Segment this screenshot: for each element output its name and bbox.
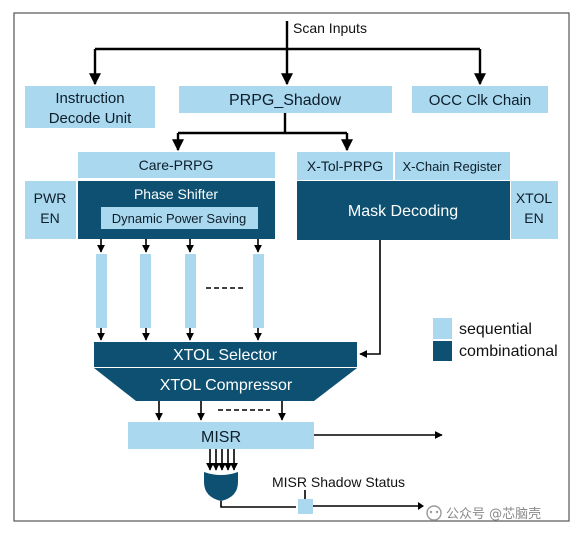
xtol-en-block <box>511 181 558 239</box>
misr-label: MISR <box>201 429 241 446</box>
x-chain-register-label: X-Chain Register <box>403 159 503 174</box>
watermark-text: 公众号 @芯脑壳 <box>446 507 541 522</box>
or-gate <box>204 472 238 501</box>
gate-to-shadow-status-wire <box>220 501 296 508</box>
instruction-decode-unit-label-1: Instruction <box>55 90 124 107</box>
xtol-compressor-block <box>94 368 357 401</box>
x-tol-prpg-label: X-Tol-PRPG <box>307 158 383 174</box>
watermark-logo-icon <box>426 505 442 521</box>
scan-chain-2 <box>140 254 151 328</box>
legend-sequential-swatch <box>433 318 452 339</box>
occ-clk-chain-label: OCC Clk Chain <box>429 92 532 109</box>
scan-chain-3 <box>185 254 196 328</box>
xtol-selector-block <box>94 342 357 367</box>
scan-inputs-label: Scan Inputs <box>293 20 367 36</box>
care-prpg-label: Care-PRPG <box>139 157 214 173</box>
scan-chain-1 <box>96 254 107 328</box>
prpg-shadow-label: PRPG_Shadow <box>229 92 342 109</box>
mask-decoding-label: Mask Decoding <box>348 203 458 220</box>
xtol-selector-label: XTOL Selector <box>173 347 278 364</box>
dynamic-power-saving-label: Dynamic Power Saving <box>112 211 246 226</box>
x-tol-prpg-block <box>297 152 393 180</box>
misr-shadow-status-label: MISR Shadow Status <box>272 474 405 490</box>
mask-decoding-block <box>297 181 510 240</box>
outer-frame <box>13 12 570 522</box>
misr-block <box>128 422 314 449</box>
shadow-status-output-arrowhead <box>418 502 424 510</box>
prpg-shadow-block <box>179 86 392 113</box>
xtol-compressor-label: XTOL Compressor <box>160 377 293 394</box>
occ-clk-chain-block <box>412 86 548 113</box>
legend-sequential-label: sequential <box>459 321 532 338</box>
phase-shifter-label: Phase Shifter <box>134 186 218 202</box>
pwr-en-block <box>25 181 76 239</box>
care-prpg-block <box>78 152 275 178</box>
misr-shadow-status-block <box>298 499 313 514</box>
xtol-en-label-1: XTOL <box>516 190 553 206</box>
xtol-en-label-2: EN <box>524 210 543 226</box>
x-chain-register-block <box>395 152 510 180</box>
legend-combinational-label: combinational <box>459 343 558 360</box>
dynamic-power-saving-block <box>101 207 258 229</box>
watermark: 公众号 @芯脑壳 <box>426 505 541 522</box>
legend-combinational-swatch <box>433 341 452 361</box>
instruction-decode-unit-label-2: Decode Unit <box>49 110 132 127</box>
scan-chain-4 <box>253 254 264 328</box>
mask-decoding-to-selector-wire <box>359 240 381 358</box>
pwr-en-label-1: PWR <box>34 190 67 206</box>
pwr-en-label-2: EN <box>40 210 59 226</box>
instruction-decode-unit-block <box>25 86 155 128</box>
